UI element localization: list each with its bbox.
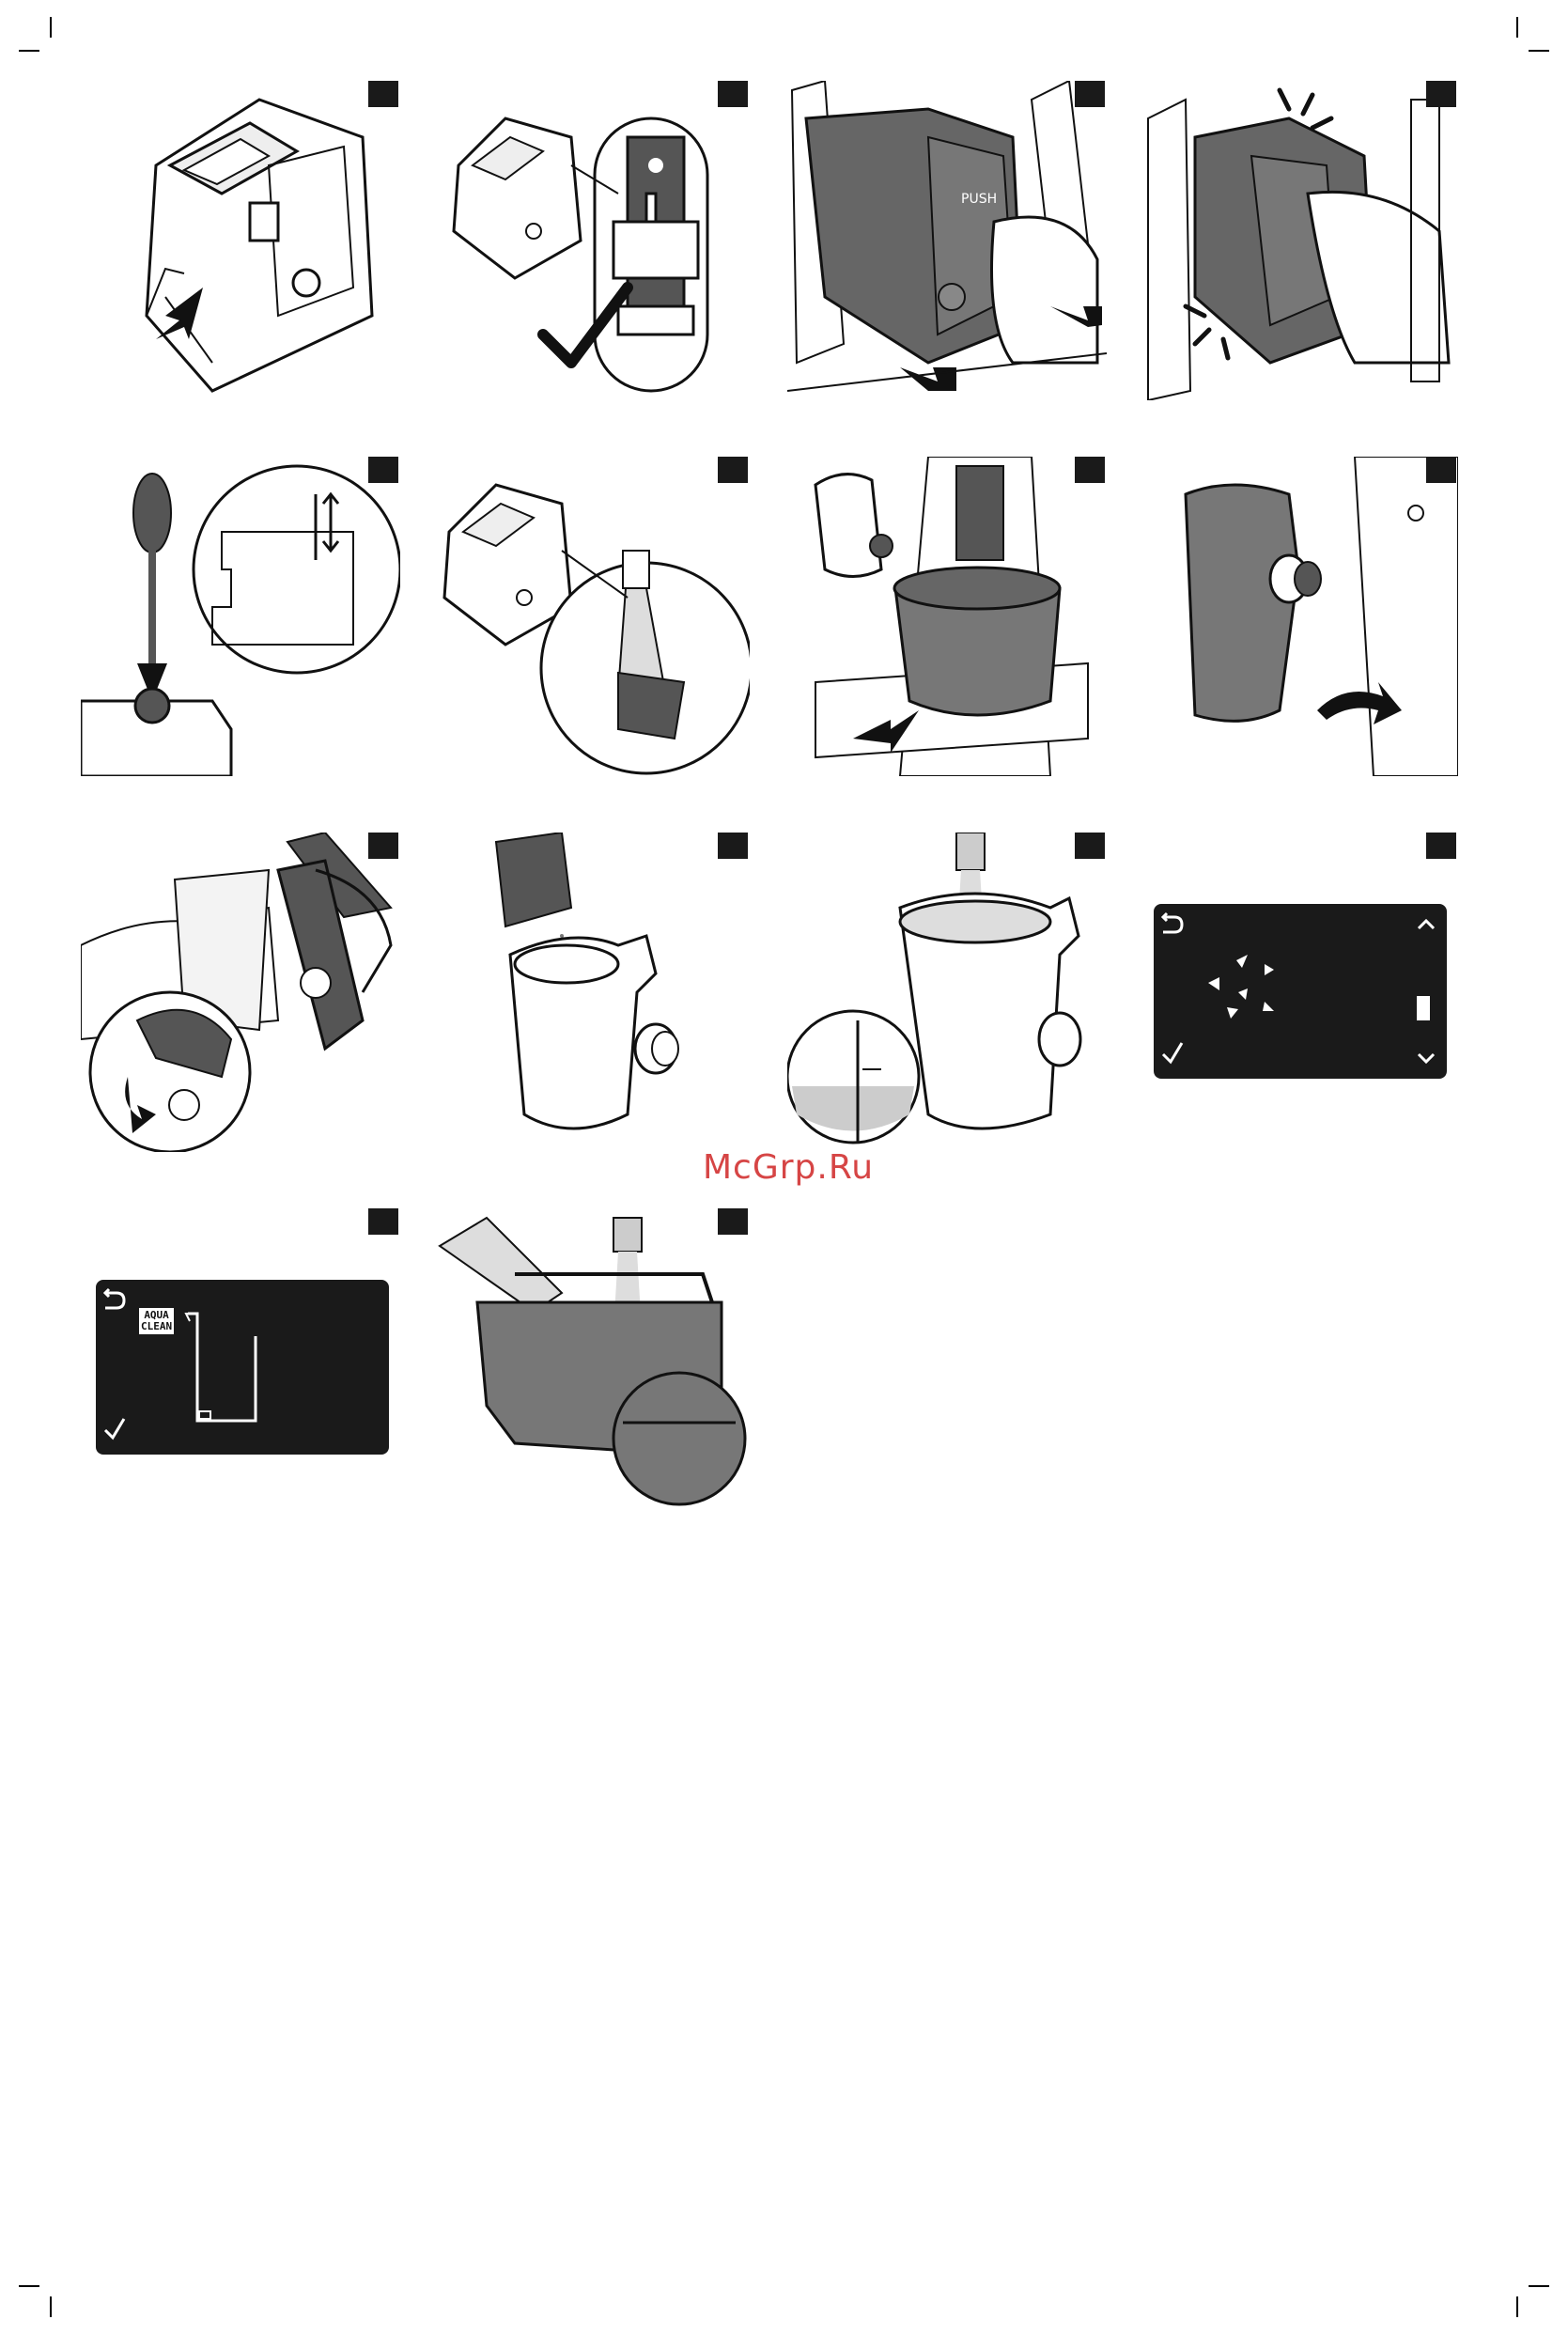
chevron-down-icon	[1419, 1054, 1434, 1062]
panel-4	[1139, 81, 1458, 400]
step-number-badge	[718, 81, 748, 107]
panel-10	[430, 833, 750, 1152]
step-number-badge	[1075, 81, 1105, 107]
back-icon	[1163, 913, 1182, 932]
panel-7	[787, 457, 1107, 776]
water-tank-icon	[188, 1314, 256, 1421]
check-icon	[1163, 1043, 1182, 1062]
aqua-clean-label: AQUA CLEAN	[139, 1308, 174, 1334]
rinse-brew-group-icon	[430, 457, 750, 776]
aqua-label-line2: CLEAN	[141, 1321, 172, 1332]
fill-water-tank-icon	[430, 1208, 750, 1528]
crop-mark	[1516, 2296, 1518, 2317]
check-icon	[105, 1419, 124, 1438]
display-aquaclean: AQUA CLEAN	[96, 1280, 389, 1455]
step-number-badge	[1426, 833, 1456, 859]
crop-mark	[1529, 2285, 1549, 2287]
step-number-badge	[368, 1208, 398, 1235]
watermark-text: McGrp.Ru	[699, 1148, 877, 1187]
level-bar-icon	[1417, 996, 1430, 1020]
panel-8	[1139, 457, 1458, 776]
step-number-badge	[368, 833, 398, 859]
crop-mark	[50, 2296, 52, 2317]
crop-mark	[1529, 50, 1549, 52]
crop-mark	[19, 50, 39, 52]
step-number-badge	[718, 1208, 748, 1235]
step-number-badge	[1426, 457, 1456, 483]
fill-jug-water-icon	[787, 833, 1107, 1152]
crop-mark	[50, 17, 52, 38]
panel-13: AQUA CLEAN	[81, 1208, 400, 1528]
step-number-badge	[1075, 833, 1105, 859]
spoon-lubricate-icon	[81, 457, 400, 776]
attach-milk-jug-icon	[1139, 457, 1458, 776]
panel-14	[430, 1208, 750, 1528]
panel-2	[430, 81, 750, 400]
panel-5	[81, 457, 400, 776]
chevron-up-icon	[1419, 921, 1434, 928]
spinner-icon	[1208, 955, 1274, 1019]
panel-12	[1139, 833, 1458, 1152]
pour-descaler-powder-icon	[430, 833, 750, 1152]
display-aquaclean-icon	[96, 1280, 389, 1455]
step-number-badge	[718, 457, 748, 483]
step-number-badge	[718, 833, 748, 859]
display-screen	[1154, 904, 1447, 1079]
panel-3: PUSH	[787, 81, 1107, 400]
insert-brew-group-icon: PUSH	[787, 81, 1107, 400]
panel-6	[430, 457, 750, 776]
brew-group-click-icon	[1139, 81, 1458, 400]
crop-mark	[19, 2285, 39, 2287]
remove-filter-icon	[81, 833, 400, 1152]
panel-1	[81, 81, 400, 400]
push-label: PUSH	[961, 192, 997, 207]
bowl-under-spout-icon	[787, 457, 1107, 776]
panel-11	[787, 833, 1107, 1152]
display-screen-icon	[1154, 904, 1447, 1079]
brew-group-lever-icon	[81, 81, 400, 400]
panel-9	[81, 833, 400, 1152]
crop-mark	[1516, 17, 1518, 38]
brew-group-check-icon	[430, 81, 750, 400]
back-icon	[105, 1289, 124, 1308]
step-number-badge	[1075, 457, 1105, 483]
step-number-badge	[1426, 81, 1456, 107]
step-number-badge	[368, 81, 398, 107]
step-number-badge	[368, 457, 398, 483]
